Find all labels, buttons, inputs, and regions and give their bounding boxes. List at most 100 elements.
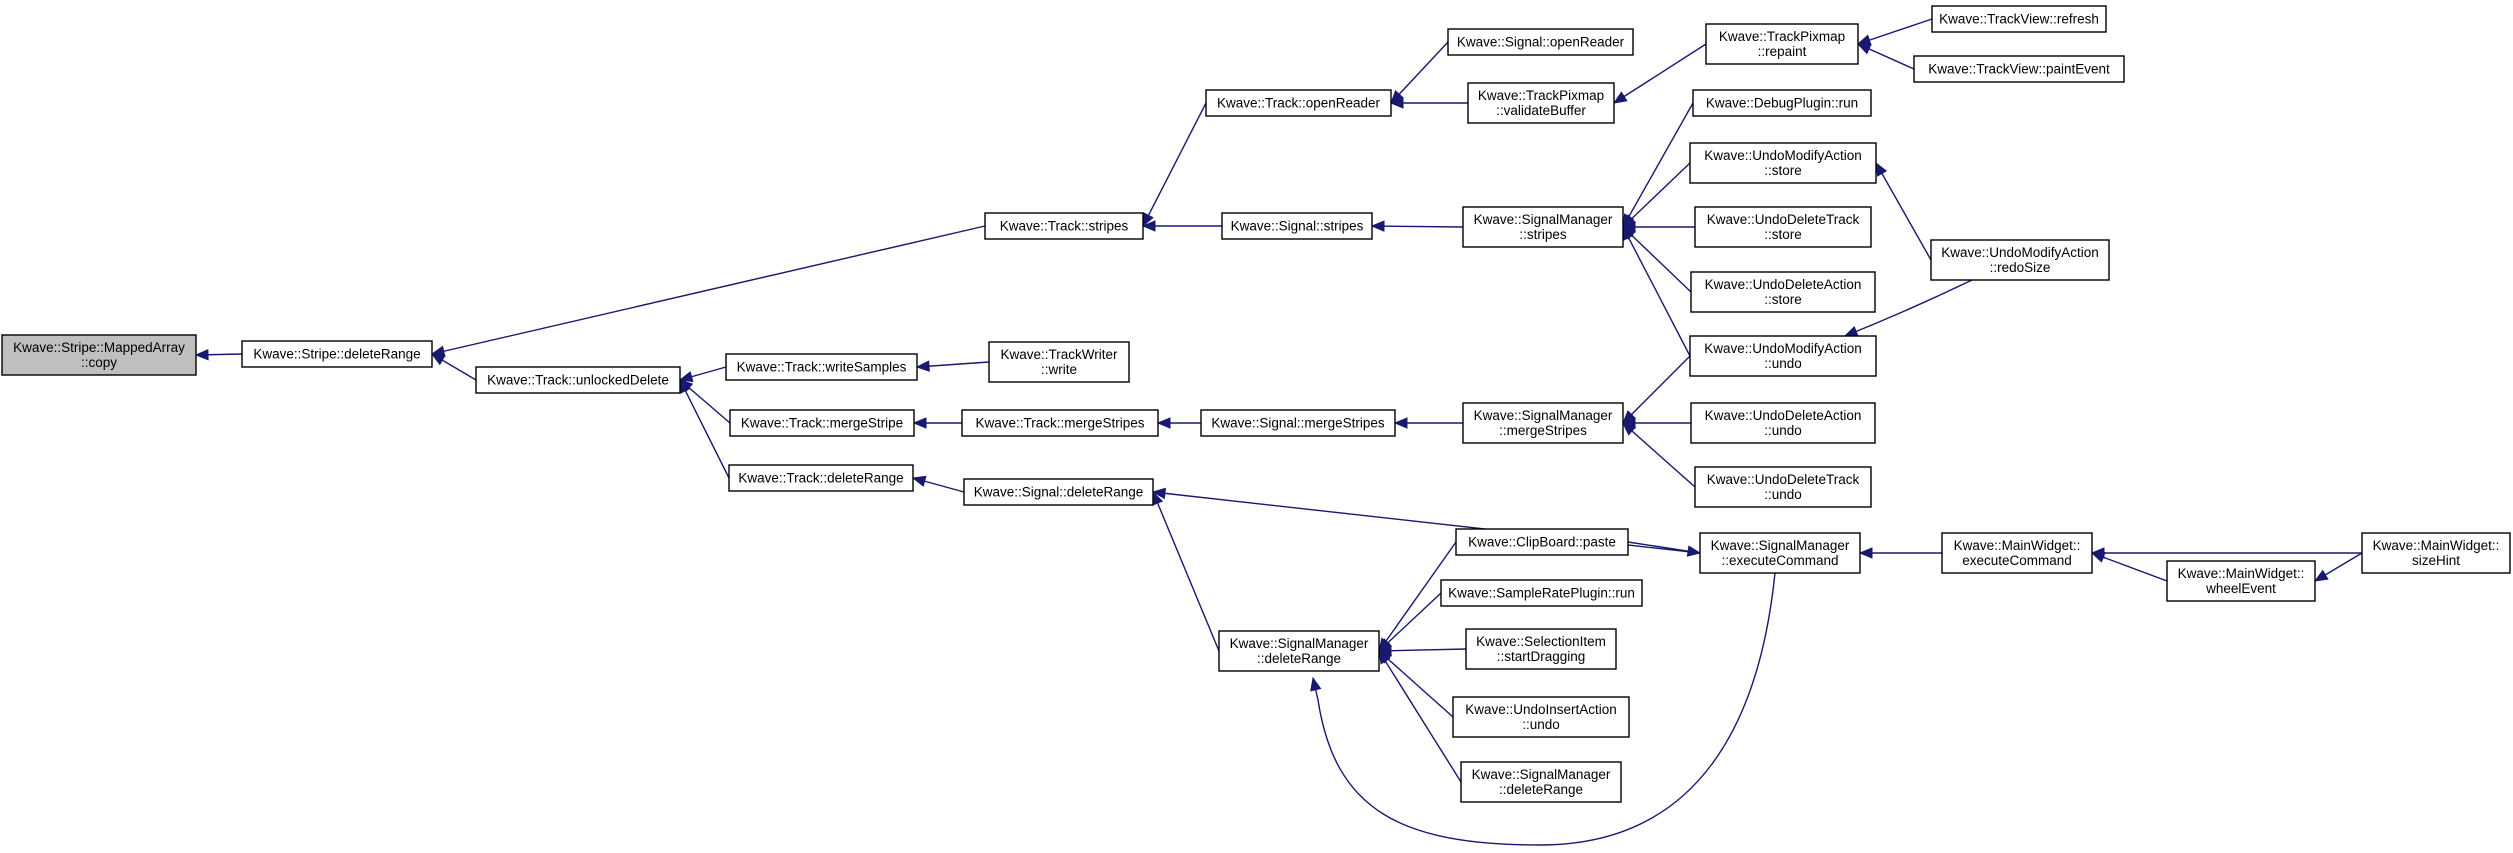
node-label: Kwave::Signal::stripes bbox=[1231, 219, 1364, 234]
node-box bbox=[1218, 630, 1380, 672]
node-signal-deleteRange[interactable]: Kwave::Signal::deleteRange bbox=[963, 478, 1154, 506]
node-track-mergeStripe[interactable]: Kwave::Track::mergeStripe bbox=[729, 409, 915, 437]
node-box bbox=[1447, 28, 1634, 56]
node-label: Kwave::MainWidget:: bbox=[2373, 538, 2500, 553]
node-uma-redoSize[interactable]: Kwave::UndoModifyAction::redoSize bbox=[1930, 239, 2110, 281]
node-box bbox=[1930, 239, 2110, 281]
node-signal-stripes[interactable]: Kwave::Signal::stripes bbox=[1221, 212, 1373, 240]
node-label: ::redoSize bbox=[1990, 260, 2051, 275]
arrowhead bbox=[194, 348, 209, 361]
node-box bbox=[2166, 560, 2316, 602]
node-trackview-paintEvent[interactable]: Kwave::TrackView::paintEvent bbox=[1913, 55, 2125, 83]
node-track-openReader[interactable]: Kwave::Track::openReader bbox=[1205, 89, 1392, 117]
node-label: wheelEvent bbox=[2205, 581, 2276, 596]
edge-uia-undo-to-sm-deleteRange bbox=[1378, 650, 1454, 718]
arrowhead bbox=[1858, 547, 1873, 559]
node-track-stripes[interactable]: Kwave::Track::stripes bbox=[984, 212, 1144, 240]
node-label: ::deleteRange bbox=[1499, 782, 1583, 797]
node-sm-stripes[interactable]: Kwave::SignalManager::stripes bbox=[1462, 206, 1624, 248]
node-signal-openReader[interactable]: Kwave::Signal::openReader bbox=[1447, 28, 1634, 56]
node-label: ::store bbox=[1764, 163, 1802, 178]
edge-trackview-refresh-to-trackpixmap-repaint bbox=[1857, 18, 1933, 45]
node-box bbox=[1455, 528, 1629, 556]
node-mw-sizeHint[interactable]: Kwave::MainWidget::sizeHint bbox=[2361, 532, 2511, 574]
node-udt-store[interactable]: Kwave::UndoDeleteTrack::store bbox=[1694, 206, 1872, 248]
node-label: executeCommand bbox=[1962, 553, 2072, 568]
edge-sm-deleteRange2-to-sm-deleteRange bbox=[1378, 650, 1462, 783]
node-trackwriter-write[interactable]: Kwave::TrackWriter::write bbox=[988, 341, 1130, 383]
node-label: Kwave::SampleRatePlugin::run bbox=[1448, 586, 1635, 601]
node-uma-store[interactable]: Kwave::UndoModifyAction::store bbox=[1689, 142, 1877, 184]
node-srp-run[interactable]: Kwave::SampleRatePlugin::run bbox=[1440, 579, 1643, 607]
node-stripe-deleteRange[interactable]: Kwave::Stripe::deleteRange bbox=[241, 340, 433, 368]
node-label: Kwave::ClipBoard::paste bbox=[1468, 535, 1616, 550]
node-box bbox=[725, 353, 918, 381]
node-box bbox=[988, 341, 1130, 383]
node-box bbox=[1913, 55, 2125, 83]
node-box bbox=[241, 340, 433, 368]
node-trackpixmap-repaint[interactable]: Kwave::TrackPixmap::repaint bbox=[1705, 23, 1859, 65]
node-label: ::copy bbox=[81, 355, 117, 370]
node-track-mergeStripes[interactable]: Kwave::Track::mergeStripes bbox=[961, 409, 1159, 437]
node-mw-wheelEvent[interactable]: Kwave::MainWidget::wheelEvent bbox=[2166, 560, 2316, 602]
node-mw-executeCommand[interactable]: Kwave::MainWidget::executeCommand bbox=[1941, 532, 2093, 574]
node-clipboard-paste[interactable]: Kwave::ClipBoard::paste bbox=[1455, 528, 1629, 556]
node-signal-mergeStripes[interactable]: Kwave::Signal::mergeStripes bbox=[1200, 409, 1396, 437]
node-box bbox=[1694, 466, 1872, 508]
arrowhead bbox=[1389, 97, 1404, 109]
node-box bbox=[1452, 696, 1630, 738]
edge-uma-undo-to-sm-stripes bbox=[1622, 226, 1691, 357]
node-trackpixmap-validateBuffer[interactable]: Kwave::TrackPixmap::validateBuffer bbox=[1467, 82, 1615, 124]
node-label: Kwave::Track::mergeStripes bbox=[975, 416, 1144, 431]
node-track-deleteRange[interactable]: Kwave::Track::deleteRange bbox=[728, 464, 914, 492]
node-box bbox=[1694, 206, 1872, 248]
edge-track-openReader-to-track-stripes bbox=[1142, 102, 1207, 227]
node-box bbox=[2361, 532, 2511, 574]
node-uda-undo[interactable]: Kwave::UndoDeleteAction::undo bbox=[1690, 402, 1876, 444]
node-label: Kwave::UndoDeleteAction bbox=[1705, 277, 1862, 292]
edge-si-startDragging-to-sm-deleteRange bbox=[1378, 648, 1467, 652]
node-uda-store[interactable]: Kwave::UndoDeleteAction::store bbox=[1690, 271, 1876, 313]
node-root[interactable]: Kwave::Stripe::MappedArray::copy bbox=[1, 334, 197, 376]
node-sm-deleteRange2[interactable]: Kwave::SignalManager::deleteRange bbox=[1460, 761, 1622, 803]
edge-uma-redoSize-to-uma-undo bbox=[1844, 279, 1973, 337]
edge-uma-redoSize-to-uma-store bbox=[1875, 162, 1932, 261]
node-label: ::mergeStripes bbox=[1499, 423, 1587, 438]
edge-udt-undo-to-sm-mergeStripes bbox=[1622, 422, 1696, 488]
node-debugplugin-run[interactable]: Kwave::DebugPlugin::run bbox=[1692, 89, 1872, 117]
edge-trackpixmap-repaint-to-trackpixmap-validateBuffer bbox=[1613, 43, 1707, 104]
edge-track-deleteRange-to-track-unlockedDelete bbox=[679, 379, 730, 479]
node-uia-undo[interactable]: Kwave::UndoInsertAction::undo bbox=[1452, 696, 1630, 738]
node-label: Kwave::TrackWriter bbox=[1000, 347, 1118, 362]
node-label: Kwave::Stripe::deleteRange bbox=[253, 347, 420, 362]
node-box bbox=[1221, 212, 1373, 240]
node-box bbox=[1200, 409, 1396, 437]
node-trackview-refresh[interactable]: Kwave::TrackView::refresh bbox=[1931, 5, 2107, 33]
node-label: Kwave::Track::mergeStripe bbox=[741, 416, 903, 431]
arrowhead bbox=[1686, 545, 1702, 557]
arrowhead bbox=[1622, 422, 1637, 436]
node-label: Kwave::Track::unlockedDelete bbox=[487, 373, 669, 388]
node-label: Kwave::UndoDeleteAction bbox=[1705, 408, 1862, 423]
node-label: ::undo bbox=[1764, 487, 1802, 502]
node-udt-undo[interactable]: Kwave::UndoDeleteTrack::undo bbox=[1694, 466, 1872, 508]
node-label: Kwave::Signal::mergeStripes bbox=[1211, 416, 1385, 431]
node-box bbox=[1689, 142, 1877, 184]
node-box bbox=[1931, 5, 2107, 33]
node-box bbox=[961, 409, 1159, 437]
arrowhead bbox=[1856, 43, 1872, 55]
node-sm-deleteRange[interactable]: Kwave::SignalManager::deleteRange bbox=[1218, 630, 1380, 672]
arrowhead bbox=[911, 475, 927, 487]
node-si-startDragging[interactable]: Kwave::SelectionItem::startDragging bbox=[1465, 628, 1617, 670]
edge-sm-stripes-to-signal-stripes bbox=[1371, 225, 1464, 228]
node-label: Kwave::Track::openReader bbox=[1217, 96, 1381, 111]
node-track-writeSamples[interactable]: Kwave::Track::writeSamples bbox=[725, 353, 918, 381]
node-label: Kwave::Track::stripes bbox=[1000, 219, 1129, 234]
node-track-unlockedDelete[interactable]: Kwave::Track::unlockedDelete bbox=[475, 366, 681, 394]
node-uma-undo[interactable]: Kwave::UndoModifyAction::undo bbox=[1689, 335, 1877, 377]
node-label: ::undo bbox=[1522, 717, 1560, 732]
node-sm-mergeStripes[interactable]: Kwave::SignalManager::mergeStripes bbox=[1462, 402, 1624, 444]
node-sm-executeCommand[interactable]: Kwave::SignalManager::executeCommand bbox=[1699, 532, 1861, 574]
node-label: Kwave::TrackView::paintEvent bbox=[1928, 62, 2110, 77]
arrowhead bbox=[1310, 676, 1322, 692]
